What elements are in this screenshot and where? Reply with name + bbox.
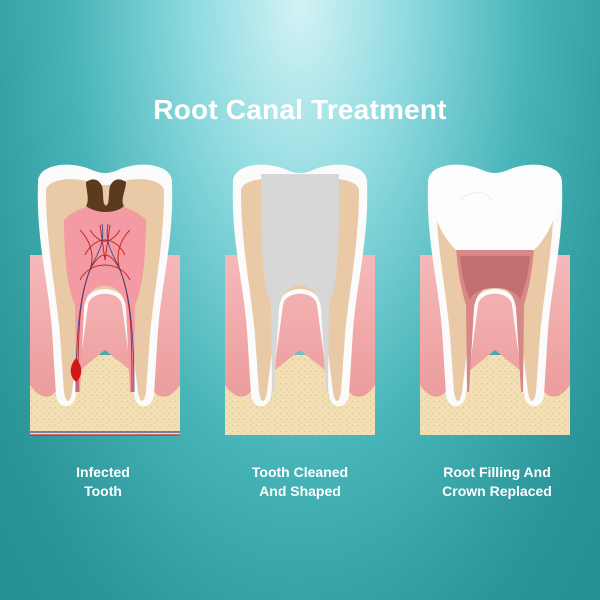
cleaned-tooth-illustration xyxy=(225,164,375,435)
diagram-title: Root Canal Treatment xyxy=(153,94,447,125)
caption-line-2: And Shaped xyxy=(259,483,341,499)
caption-filled-tooth: Root Filling And Crown Replaced xyxy=(407,463,587,501)
root-filling-core xyxy=(460,256,530,300)
caption-cleaned-tooth: Tooth Cleaned And Shaped xyxy=(210,463,390,501)
caption-line-1: Infected xyxy=(76,464,130,480)
stage-infected-tooth xyxy=(30,160,180,440)
caption-line-2: Tooth xyxy=(84,483,122,499)
replacement-crown xyxy=(430,166,560,250)
abscess xyxy=(70,358,82,382)
infected-tooth-illustration xyxy=(30,164,180,436)
blood-vessels xyxy=(75,223,135,393)
caption-line-1: Root Filling And xyxy=(443,464,551,480)
caption-line-2: Crown Replaced xyxy=(442,483,552,499)
stage-filled-tooth xyxy=(420,160,570,440)
filled-tooth-illustration xyxy=(420,164,570,435)
decay-cavity xyxy=(86,179,126,212)
caption-infected-tooth: Infected Tooth xyxy=(13,463,193,501)
crown-highlight xyxy=(459,192,493,201)
stage-cleaned-tooth xyxy=(225,160,375,440)
cleaned-canal xyxy=(261,174,339,392)
caption-line-1: Tooth Cleaned xyxy=(251,464,349,480)
pulp-chamber xyxy=(64,204,146,392)
